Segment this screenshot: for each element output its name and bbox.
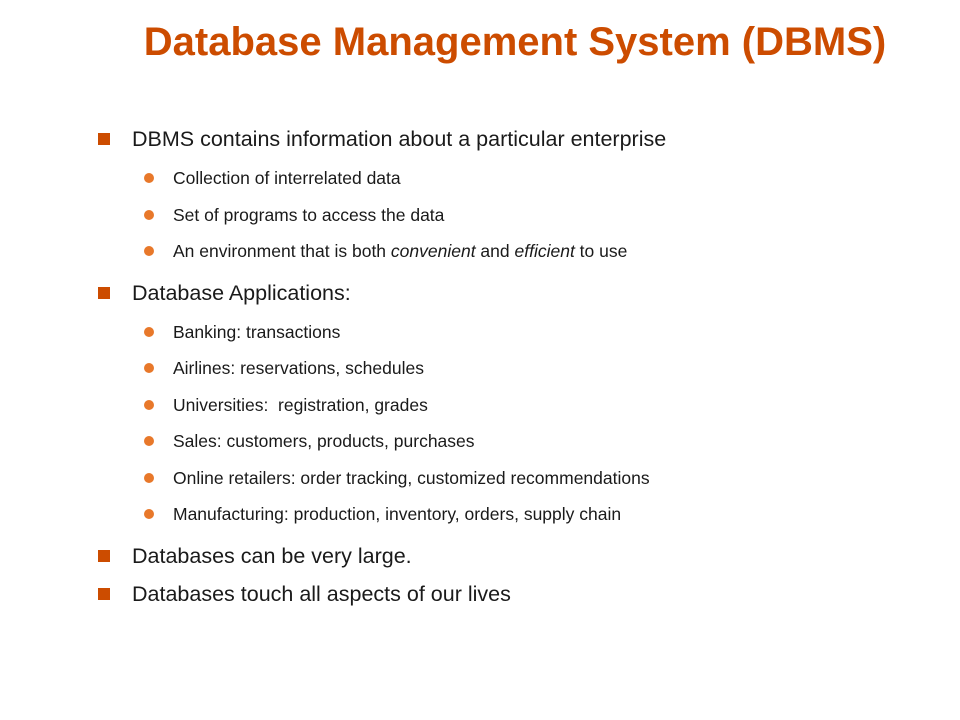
sub-bullet-text: Airlines: reservations, schedules	[173, 358, 424, 378]
sub-bullet: Airlines: reservations, schedules	[97, 350, 927, 387]
slide-body: DBMS contains information about a partic…	[97, 120, 927, 613]
round-bullet-icon	[144, 209, 154, 220]
sub-bullet: Online retailers: order tracking, custom…	[97, 460, 927, 497]
text-segment: and	[475, 241, 515, 261]
round-bullet-icon	[144, 326, 154, 337]
sub-bullet: Manufacturing: production, inventory, or…	[97, 496, 927, 533]
bullet-text: Databases touch all aspects of our lives	[132, 581, 511, 606]
sub-bullet-text: Manufacturing: production, inventory, or…	[173, 504, 622, 524]
square-bullet-icon	[98, 133, 110, 145]
sub-bullet-text: Collection of interrelated data	[173, 168, 401, 188]
square-bullet-icon	[98, 549, 110, 562]
sub-bullet: Sales: customers, products, purchases	[97, 423, 927, 460]
square-bullet-icon	[98, 587, 110, 600]
sub-bullet: Collection of interrelated data	[97, 160, 927, 197]
round-bullet-icon	[144, 436, 154, 446]
round-bullet-icon	[144, 509, 154, 519]
bullet-text: DBMS contains information about a partic…	[132, 127, 667, 151]
sub-bullet-text: Sales: customers, products, purchases	[173, 431, 475, 451]
text-segment: An environment that is both	[173, 241, 391, 261]
bullet-text: Database Applications:	[132, 280, 351, 305]
sub-bullet-text: Set of programs to access the data	[173, 204, 445, 225]
sub-bullet: Banking: transactions	[97, 314, 927, 351]
bullet-text: Databases can be very large.	[132, 543, 412, 568]
sub-bullet: An environment that is both convenient a…	[97, 233, 927, 270]
sub-bullet-text: An environment that is both convenient a…	[173, 241, 627, 261]
bullet-databases-large: Databases can be very large.	[97, 537, 927, 575]
emphasis-convenient: convenient	[390, 241, 476, 261]
round-bullet-icon	[144, 246, 154, 256]
round-bullet-icon	[144, 173, 154, 183]
square-bullet-icon	[98, 286, 110, 299]
round-bullet-icon	[144, 472, 154, 483]
text-segment: to use	[574, 241, 628, 261]
sub-bullet-text: Banking: transactions	[173, 321, 341, 342]
bullet-dbms-definition: DBMS contains information about a partic…	[97, 120, 927, 158]
round-bullet-icon	[144, 399, 154, 410]
sub-bullet-text: Universities: registration, grades	[173, 394, 428, 415]
emphasis-efficient: efficient	[514, 241, 575, 261]
slide-title: Database Management System (DBMS)	[143, 20, 887, 64]
sub-bullet: Set of programs to access the data	[97, 197, 927, 234]
sub-bullet-text: Online retailers: order tracking, custom…	[173, 467, 650, 488]
round-bullet-icon	[144, 363, 154, 373]
sub-bullet: Universities: registration, grades	[97, 387, 927, 424]
bullet-database-applications: Database Applications:	[97, 274, 927, 312]
bullet-databases-touch-lives: Databases touch all aspects of our lives	[97, 575, 927, 613]
